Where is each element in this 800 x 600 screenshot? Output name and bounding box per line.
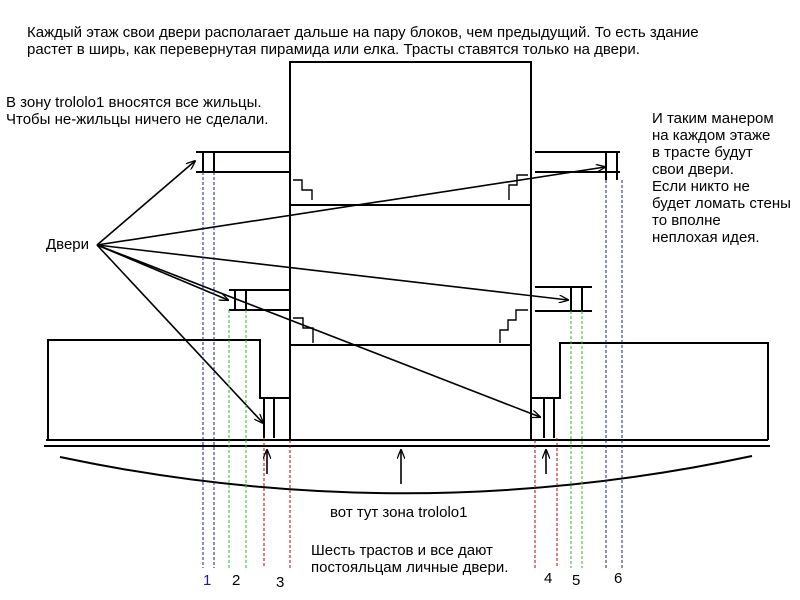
stairs-top-right	[508, 174, 528, 200]
stairs-middle-right	[499, 309, 528, 343]
arrow-to-door-ground-right	[96, 244, 540, 417]
top-note: Каждый этаж свои двери располагает дальш…	[27, 24, 699, 58]
trusts-note: Шесть трастов и все дают постояльцам лич…	[311, 542, 509, 576]
trust-number-3: 3	[276, 574, 285, 591]
left-wing-outline	[47, 339, 290, 440]
zone-label: вот тут зона trololo1	[330, 504, 468, 521]
trust-number-2: 2	[232, 572, 241, 589]
trust-number-1: 1	[203, 572, 212, 589]
stairs-top-left	[293, 179, 313, 200]
doors-label: Двери	[46, 236, 90, 253]
stairs-middle-left	[293, 317, 314, 343]
trust-number-6: 6	[614, 570, 623, 587]
arrow-to-door-ground-left	[96, 244, 263, 423]
tower-outline	[289, 61, 532, 440]
arrow-to-door-top-right	[96, 167, 605, 246]
trust-number-5: 5	[572, 572, 581, 589]
arrow-to-door-middle-right	[96, 244, 568, 300]
right-note: И таким манером на каждом этаже в трасте…	[652, 110, 791, 246]
trust-number-4: 4	[544, 570, 553, 587]
right-wing-outline	[531, 342, 769, 440]
left-note: В зону trololo1 вносятся все жильцы. Что…	[6, 94, 269, 128]
arrow-to-door-top-left	[96, 161, 195, 246]
zone-arc	[59, 455, 753, 495]
